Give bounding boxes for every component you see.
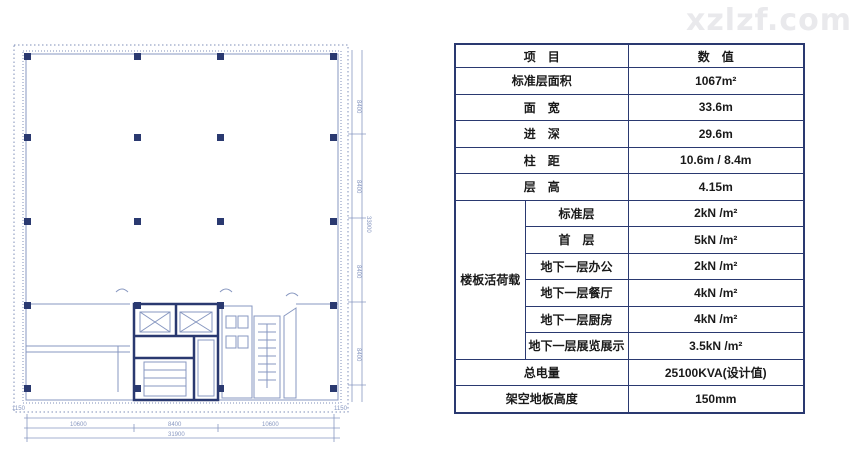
- row-label: 进 深: [454, 120, 629, 148]
- load-group-label: 楼板活荷载: [454, 199, 526, 360]
- row-value: 3.5kN /m²: [627, 332, 805, 360]
- row-value: 2kN /m²: [627, 199, 805, 227]
- row-label: 面 宽: [454, 93, 629, 121]
- header-value: 数 值: [627, 43, 805, 68]
- table-row: 楼板活荷载 标准层 2kN /m²: [454, 199, 805, 360]
- dim-side-bay-3: 8400: [355, 265, 361, 279]
- spec-table: 项 目 数 值 标准层面积 1067m² 面 宽 33.6m 进 深 29.6m…: [454, 43, 805, 414]
- dim-bay-right: 10600: [262, 422, 279, 428]
- table-row: 标准层面积 1067m²: [454, 67, 805, 95]
- table-row: 面 宽 33.6m: [454, 93, 805, 121]
- row-label: 地下一层展览展示: [524, 332, 629, 360]
- dim-side-bay-1: 8400: [355, 100, 361, 114]
- row-label: 地下一层厨房: [524, 305, 629, 333]
- row-value: 150mm: [627, 385, 805, 413]
- row-label: 标准层面积: [454, 67, 629, 95]
- table-row: 地下一层厨房 4kN /m²: [455, 305, 805, 333]
- row-label: 柱 距: [454, 146, 629, 174]
- row-label: 地下一层办公: [524, 252, 629, 280]
- row-value: 33.6m: [627, 93, 805, 121]
- row-value: 4kN /m²: [627, 279, 805, 307]
- dim-side-bay-2: 8400: [355, 180, 361, 194]
- dim-edge-left: 1150: [12, 406, 26, 412]
- table-row: 进 深 29.6m: [454, 120, 805, 148]
- dim-bay-mid: 8400: [168, 422, 182, 428]
- table-row: 首 层 5kN /m²: [455, 226, 805, 254]
- row-value: 5kN /m²: [627, 226, 805, 254]
- row-label: 地下一层餐厅: [524, 279, 629, 307]
- table-row: 总电量 25100KVA(设计值): [454, 358, 805, 386]
- table-header-row: 项 目 数 值: [454, 43, 805, 68]
- watermark: xzlzf.com: [685, 3, 852, 38]
- dim-edge-right: 1150: [334, 406, 348, 412]
- dim-side-bay-4: 8400: [355, 348, 361, 362]
- row-value: 4kN /m²: [627, 305, 805, 333]
- table-row: 层 高 4.15m: [454, 173, 805, 201]
- dim-side-total: 33900: [365, 216, 371, 233]
- row-label: 总电量: [454, 358, 629, 386]
- table-row: 柱 距 10.6m / 8.4m: [454, 146, 805, 174]
- floor-plan: 1150 1150 10600 8400 10600 31900 8400 84…: [12, 44, 371, 442]
- row-value: 2kN /m²: [627, 252, 805, 280]
- table-row: 地下一层办公 2kN /m²: [455, 252, 805, 280]
- row-value: 1067m²: [627, 67, 805, 95]
- row-value: 4.15m: [627, 173, 805, 201]
- row-value: 29.6m: [627, 120, 805, 148]
- row-label: 层 高: [454, 173, 629, 201]
- row-label: 首 层: [524, 226, 629, 254]
- table-row: 地下一层展览展示 3.5kN /m²: [455, 332, 805, 360]
- table-row: 架空地板高度 150mm: [454, 385, 805, 413]
- row-value: 25100KVA(设计值): [627, 358, 805, 386]
- dim-total: 31900: [168, 432, 185, 438]
- row-label: 标准层: [524, 199, 629, 227]
- dim-bay-left: 10600: [70, 422, 87, 428]
- header-item: 项 目: [454, 43, 629, 68]
- row-label: 架空地板高度: [454, 385, 629, 413]
- row-value: 10.6m / 8.4m: [627, 146, 805, 174]
